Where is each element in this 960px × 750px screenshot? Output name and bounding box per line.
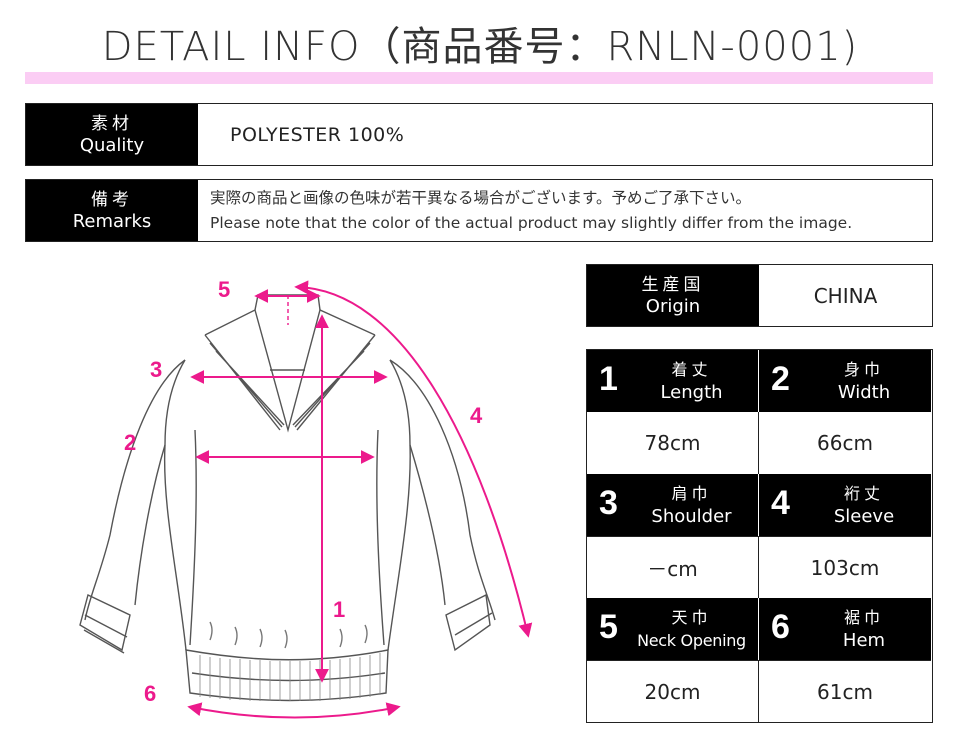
measure-num: 3: [599, 484, 618, 522]
remarks-text-jp: 実際の商品と画像の色味が若干異なる場合がございます。予めご了承下さい。: [210, 188, 751, 207]
origin-value: CHINA: [813, 283, 878, 308]
measure-label-jp: 天巾: [671, 608, 712, 627]
quality-label: 素材 Quality: [26, 104, 198, 165]
measure-label-en: Shoulder: [651, 506, 732, 527]
measure-head-neck: 5 天巾 Neck Opening: [587, 598, 759, 660]
measure-num: 5: [599, 608, 618, 646]
quality-value: POLYESTER 100%: [230, 123, 405, 146]
marker-3: 3: [150, 357, 162, 382]
measure-label-jp: 肩巾: [671, 484, 712, 503]
measure-value-width: 66cm: [817, 431, 873, 455]
measure-value-length: 78cm: [587, 412, 759, 474]
marker-2: 2: [124, 430, 136, 455]
measure-label-jp: 裾巾: [843, 608, 884, 627]
measure-num: 1: [599, 360, 618, 398]
measure-label-en: Sleeve: [833, 506, 895, 527]
measure-label-jp: 着丈: [671, 360, 712, 379]
measure-value-neck: 20cm: [587, 660, 759, 722]
origin-label-jp: 生産国: [641, 274, 705, 295]
marker-5: 5: [218, 277, 230, 302]
remarks-value: 実際の商品と画像の色味が若干異なる場合がございます。予めご了承下さい。 Plea…: [198, 180, 932, 241]
measure-head-length: 1 着丈 Length: [587, 350, 759, 412]
measure-head-width: 2 身巾 Width: [759, 350, 931, 412]
marker-1: 1: [333, 597, 345, 622]
marker-6: 6: [144, 681, 156, 706]
measure-num: 4: [771, 484, 790, 522]
measure-num: 2: [771, 360, 790, 398]
origin-label-en: Origin: [645, 295, 701, 317]
measure-value-hem: 61cm: [759, 660, 931, 722]
quality-label-en: Quality: [79, 134, 145, 156]
origin-row: 生産国 Origin CHINA: [586, 264, 933, 327]
title-underline: [25, 72, 933, 84]
garment-diagram: 1 2 3 4 5 6: [79, 277, 533, 719]
measurement-numbers: 1 2 3 4 5 6: [124, 277, 483, 706]
measure-label-en: Length: [660, 382, 723, 403]
measure-label-en: Width: [837, 382, 891, 403]
origin-label: 生産国 Origin: [587, 265, 759, 326]
sweater-outline: [79, 294, 496, 702]
page-title: DETAIL INFO（商品番号：RNLN-0001): [101, 24, 859, 70]
measure-value-sleeve: 103cm: [759, 536, 931, 598]
measure-head-hem: 6 裾巾 Hem: [759, 598, 931, 660]
remarks-label-jp: 備考: [91, 189, 133, 210]
measurement-table: 1 着丈 Length 2 身巾 Width 78cm 66cm 3 肩巾 Shoul…: [586, 349, 933, 723]
quality-row: 素材 Quality POLYESTER 100%: [25, 103, 933, 166]
measure-label-jp: 身巾: [843, 360, 884, 379]
remarks-text-en: Please note that the color of the actual…: [210, 213, 853, 232]
remarks-row: 備考 Remarks 実際の商品と画像の色味が若干異なる場合がございます。予めご…: [25, 179, 933, 242]
measurement-arrows: [187, 280, 533, 719]
quality-label-jp: 素材: [91, 113, 133, 134]
marker-4: 4: [470, 403, 483, 428]
measure-label-en: Hem: [842, 630, 886, 651]
remarks-label-en: Remarks: [72, 210, 152, 232]
measure-label-jp: 裄丈: [843, 484, 884, 503]
remarks-label: 備考 Remarks: [26, 180, 198, 241]
measure-head-sleeve: 4 裄丈 Sleeve: [759, 474, 931, 536]
measure-head-shoulder: 3 肩巾 Shoulder: [587, 474, 759, 536]
measure-value-shoulder: －cm: [587, 536, 759, 598]
measure-num: 6: [771, 608, 790, 646]
measure-label-en: Neck Opening: [637, 631, 746, 650]
